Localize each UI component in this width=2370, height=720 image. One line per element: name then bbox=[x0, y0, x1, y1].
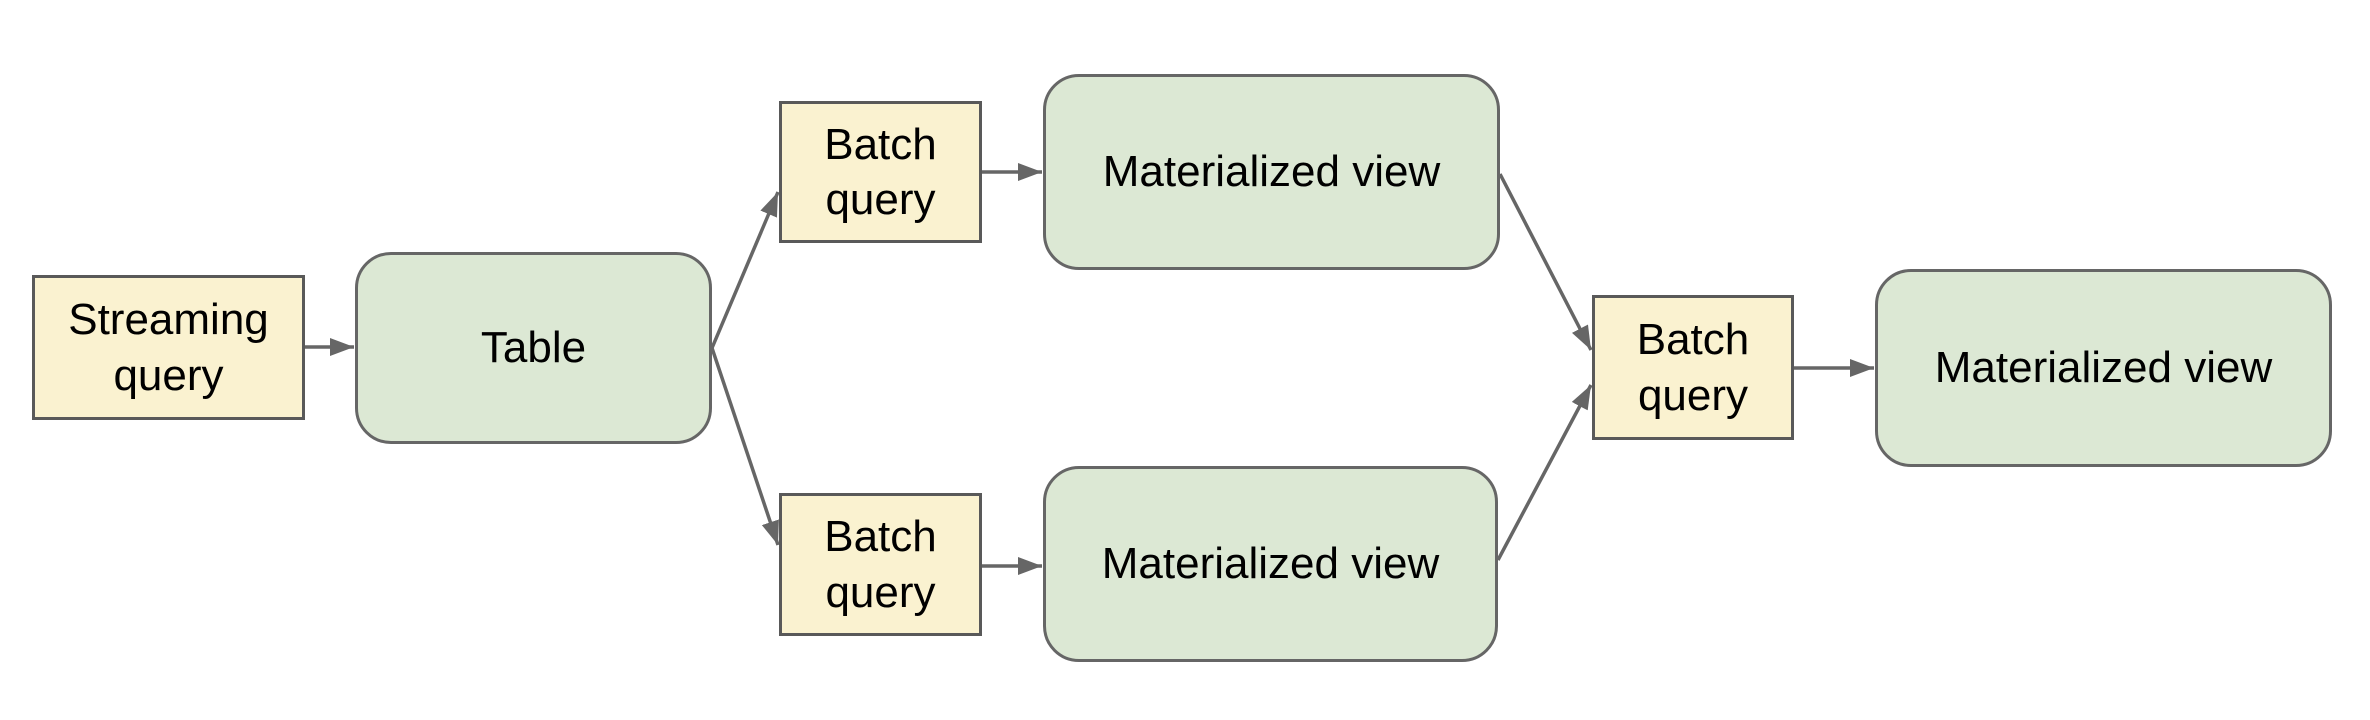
node-materialized-view-top: Materialized view bbox=[1043, 74, 1500, 270]
node-label: Batch query bbox=[1636, 315, 1750, 420]
edge-table-to-batch-query-bottom-arrow bbox=[710, 347, 780, 546]
node-materialized-view-final: Materialized view bbox=[1875, 269, 2332, 467]
node-label: Materialized view bbox=[1934, 343, 2273, 393]
edge-materialized-view-top-to-batch-query-merge-arrow bbox=[1498, 173, 1593, 351]
node-table: Table bbox=[355, 252, 712, 444]
node-label: Batch query bbox=[824, 512, 937, 617]
node-streaming-query: Streaming query bbox=[32, 275, 305, 420]
node-label: Materialized view bbox=[1101, 539, 1440, 589]
node-label: Materialized view bbox=[1102, 147, 1441, 197]
node-label: Table bbox=[480, 323, 587, 373]
node-materialized-view-bottom: Materialized view bbox=[1043, 466, 1498, 662]
node-batch-query-bottom: Batch query bbox=[779, 493, 982, 636]
node-label: Batch query bbox=[824, 119, 937, 224]
edge-materialized-view-bottom-to-batch-query-merge-arrow bbox=[1496, 384, 1593, 561]
node-batch-query-merge: Batch query bbox=[1592, 295, 1794, 440]
edge-table-to-batch-query-top-arrow bbox=[710, 191, 780, 349]
node-label: Streaming query bbox=[68, 295, 269, 400]
node-batch-query-top: Batch query bbox=[779, 101, 982, 243]
